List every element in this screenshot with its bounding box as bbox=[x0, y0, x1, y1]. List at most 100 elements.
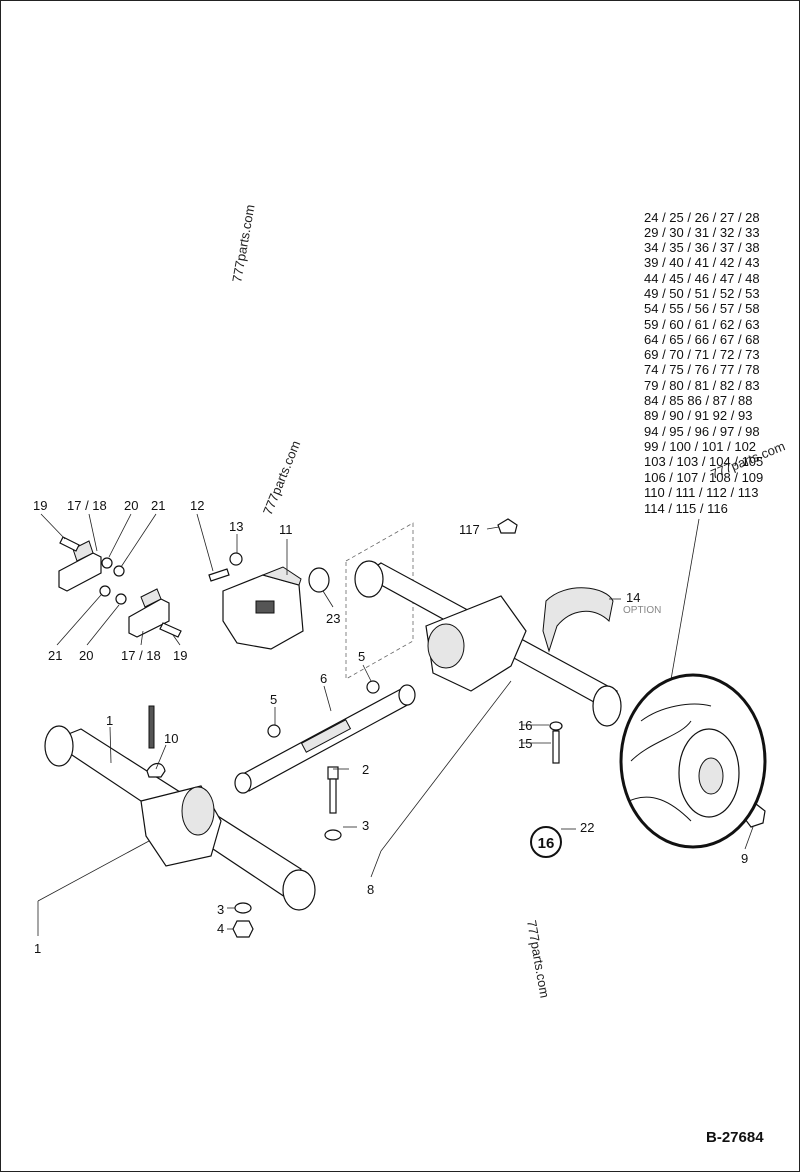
leader-117 bbox=[486, 526, 500, 530]
parts-list-line: 24 / 25 / 26 / 27 / 28 bbox=[644, 210, 760, 225]
parts-list-line: 74 / 75 / 76 / 77 / 78 bbox=[644, 362, 760, 377]
rear-differential-cover bbox=[427, 623, 465, 669]
bracket-lower-tab bbox=[140, 588, 162, 608]
callout-19-lower: 19 bbox=[173, 648, 187, 663]
callout-17-18-upper: 17 / 18 bbox=[67, 498, 107, 513]
callout-1-upper: 1 bbox=[106, 713, 113, 728]
washer-20-lower bbox=[115, 593, 127, 605]
leader-1a bbox=[109, 726, 112, 764]
callout-5-lower: 5 bbox=[270, 692, 277, 707]
leader-19b bbox=[172, 634, 181, 646]
bolt-19-upper bbox=[59, 536, 80, 552]
o-ring-23 bbox=[308, 567, 330, 593]
hydraulic-motor-top bbox=[261, 566, 302, 586]
washer-3-upper bbox=[324, 829, 342, 841]
hydraulic-motor-assembly bbox=[208, 552, 330, 650]
parts-list-line: 89 / 90 / 91 92 / 93 bbox=[644, 408, 752, 423]
parts-list-line: 110 / 111 / 112 / 113 bbox=[644, 485, 758, 500]
fitting-10 bbox=[146, 762, 166, 778]
wheel-tire-assembly bbox=[619, 673, 767, 849]
tire-tread-2 bbox=[628, 796, 692, 822]
leader-8b bbox=[380, 680, 512, 852]
parts-list-line: 106 / 107 / 108 / 109 bbox=[644, 470, 763, 485]
callout-21-lower: 21 bbox=[48, 648, 62, 663]
leader-23 bbox=[322, 590, 334, 608]
rear-axle-assembly bbox=[345, 518, 622, 727]
leader-21a bbox=[120, 513, 157, 568]
front-hub-right bbox=[282, 869, 316, 911]
leader-wheel-list bbox=[668, 518, 700, 692]
parts-list-line: 94 / 95 / 96 / 97 / 98 bbox=[644, 424, 760, 439]
leader-1718b bbox=[140, 630, 144, 646]
rear-hub-right bbox=[592, 685, 622, 727]
callout-1-lower: 1 bbox=[34, 941, 41, 956]
leader-1718a bbox=[88, 513, 98, 552]
leader-6 bbox=[323, 685, 332, 712]
callouts: 19 17 / 18 20 21 12 13 11 23 21 20 17 / … bbox=[33, 498, 748, 956]
front-hub-left bbox=[44, 725, 74, 767]
watermark-bottom: 777parts.com bbox=[524, 919, 552, 999]
callout-23: 23 bbox=[326, 611, 340, 626]
parts-list-line: 84 / 85 86 / 87 / 88 bbox=[644, 393, 752, 408]
washer-3-lower bbox=[234, 902, 252, 914]
watermark-middle: 777parts.com bbox=[260, 438, 303, 517]
callout-22: 22 bbox=[580, 820, 594, 835]
parts-list-line: 59 / 60 / 61 / 62 / 63 bbox=[644, 317, 760, 332]
stud-15 bbox=[552, 730, 560, 764]
nut-4 bbox=[232, 920, 254, 938]
parts-list-line: 99 / 100 / 101 / 102 bbox=[644, 439, 756, 454]
nut-21-upper bbox=[113, 565, 125, 577]
badge-circle bbox=[530, 826, 562, 858]
parts-list-line: 49 / 50 / 51 / 52 / 53 bbox=[644, 286, 760, 301]
bracket-group-upper bbox=[58, 536, 125, 592]
leader-lines bbox=[37, 513, 754, 936]
option-label: OPTION bbox=[623, 605, 661, 616]
parts-list-line: 34 / 35 / 36 / 37 / 38 bbox=[644, 240, 760, 255]
callout-15: 15 bbox=[518, 736, 532, 751]
leader-20b bbox=[86, 604, 120, 646]
leader-12 bbox=[196, 513, 214, 572]
parts-list-line: 44 / 45 / 46 / 47 / 48 bbox=[644, 271, 760, 286]
breather-117 bbox=[497, 518, 518, 534]
callout-13: 13 bbox=[229, 519, 243, 534]
wheel-hub-bore bbox=[698, 757, 724, 795]
drive-shaft-assembly bbox=[234, 680, 416, 794]
callout-21-upper: 21 bbox=[151, 498, 165, 513]
front-differential-flange bbox=[181, 786, 215, 836]
drive-shaft-yoke-left bbox=[234, 772, 252, 794]
callout-14: 14 bbox=[626, 590, 640, 605]
nut-5-upper bbox=[366, 680, 380, 694]
callout-20-lower: 20 bbox=[79, 648, 93, 663]
bolt-12 bbox=[208, 568, 230, 582]
leader-1b-2 bbox=[37, 840, 150, 902]
callout-4: 4 bbox=[217, 921, 224, 936]
callout-8: 8 bbox=[367, 882, 374, 897]
parts-list-line: 39 / 40 / 41 / 42 / 43 bbox=[644, 255, 760, 270]
callout-10: 10 bbox=[164, 731, 178, 746]
leader-10 bbox=[155, 744, 167, 770]
leader-19a bbox=[40, 513, 66, 540]
callout-3-upper: 3 bbox=[362, 818, 369, 833]
badge-16: 16 bbox=[538, 835, 555, 852]
nut-21-lower bbox=[99, 585, 111, 597]
o-ring-13 bbox=[229, 552, 243, 566]
parts-list-line: 54 / 55 / 56 / 57 / 58 bbox=[644, 301, 760, 316]
hose-10 bbox=[148, 705, 155, 749]
watermark-top: 777parts.com bbox=[229, 203, 257, 283]
rear-hub-left bbox=[354, 560, 384, 598]
leader-21b bbox=[56, 594, 102, 646]
washer-20-upper bbox=[101, 557, 113, 569]
wheel-parts-list: 24 / 25 / 26 / 27 / 28 29 / 30 / 31 / 32… bbox=[644, 210, 763, 516]
bracket-group-lower bbox=[99, 585, 182, 638]
drive-shaft-yoke-right bbox=[398, 684, 416, 706]
drive-shaft-sleeve bbox=[300, 719, 352, 753]
bracket-upper-tab bbox=[72, 540, 94, 562]
bolt-2-shank bbox=[329, 778, 337, 814]
fender-cover-14 bbox=[542, 587, 614, 653]
callout-3-lower: 3 bbox=[217, 902, 224, 917]
motor-port bbox=[255, 600, 275, 614]
rear-axle-flange-guide bbox=[345, 522, 414, 680]
callout-16: 16 bbox=[518, 718, 532, 733]
